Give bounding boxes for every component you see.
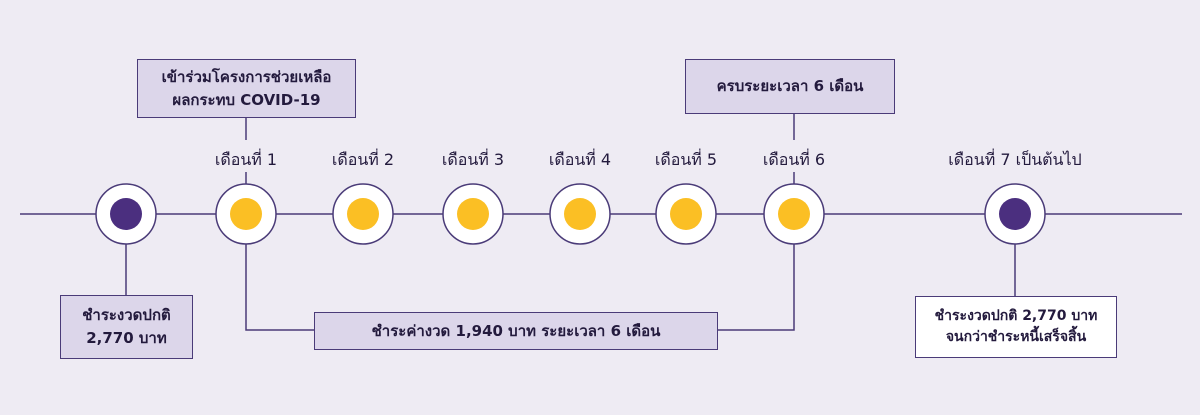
normal-start-box: ชำระงวดปกติ 2,770 บาท: [60, 295, 193, 359]
join-program-line2: ผลกระทบ COVID-19: [172, 90, 321, 109]
normal-start-line1: ชำระงวดปกติ: [82, 306, 171, 324]
month-label-2: เดือนที่ 2: [331, 150, 395, 169]
milestone-dot-5: [670, 198, 702, 230]
join-program-line1: เข้าร่วมโครงการช่วยเหลือ: [161, 67, 332, 86]
join-program-box: เข้าร่วมโครงการช่วยเหลือ ผลกระทบ COVID-1…: [137, 59, 356, 118]
milestone-dot-7: [999, 198, 1031, 230]
milestone-dot-3: [457, 198, 489, 230]
month-label-1: เดือนที่ 1: [214, 150, 278, 169]
reduced-payment-line1: ชำระค่างวด 1,940 บาท ระยะเวลา 6 เดือน: [371, 321, 661, 340]
full-term-line1: ครบระยะเวลา 6 เดือน: [716, 77, 864, 95]
month-label-7: เดือนที่ 7 เป็นต้นไป: [948, 150, 1082, 169]
normal-end-box: ชำระงวดปกติ 2,770 บาท จนกว่าชำระหนี้เสร็…: [915, 296, 1117, 358]
full-term-box: ครบระยะเวลา 6 เดือน: [685, 59, 895, 114]
milestone-dot-6: [778, 198, 810, 230]
normal-end-line1: ชำระงวดปกติ 2,770 บาท: [934, 308, 1098, 324]
connector-reduced-right: [718, 244, 795, 331]
normal-end-line2: จนกว่าชำระหนี้เสร็จสิ้น: [945, 329, 1087, 345]
milestone-dot-0: [110, 198, 142, 230]
milestone-dot-4: [564, 198, 596, 230]
reduced-payment-box: ชำระค่างวด 1,940 บาท ระยะเวลา 6 เดือน: [314, 312, 718, 350]
month-label-4: เดือนที่ 4: [548, 150, 612, 169]
normal-start-line2: 2,770 บาท: [86, 329, 167, 347]
connector-reduced: [245, 244, 314, 331]
month-label-3: เดือนที่ 3: [441, 150, 505, 169]
month-label-5: เดือนที่ 5: [654, 150, 718, 169]
milestone-dot-1: [230, 198, 262, 230]
month-label-6: เดือนที่ 6: [762, 150, 826, 169]
milestone-dot-2: [347, 198, 379, 230]
